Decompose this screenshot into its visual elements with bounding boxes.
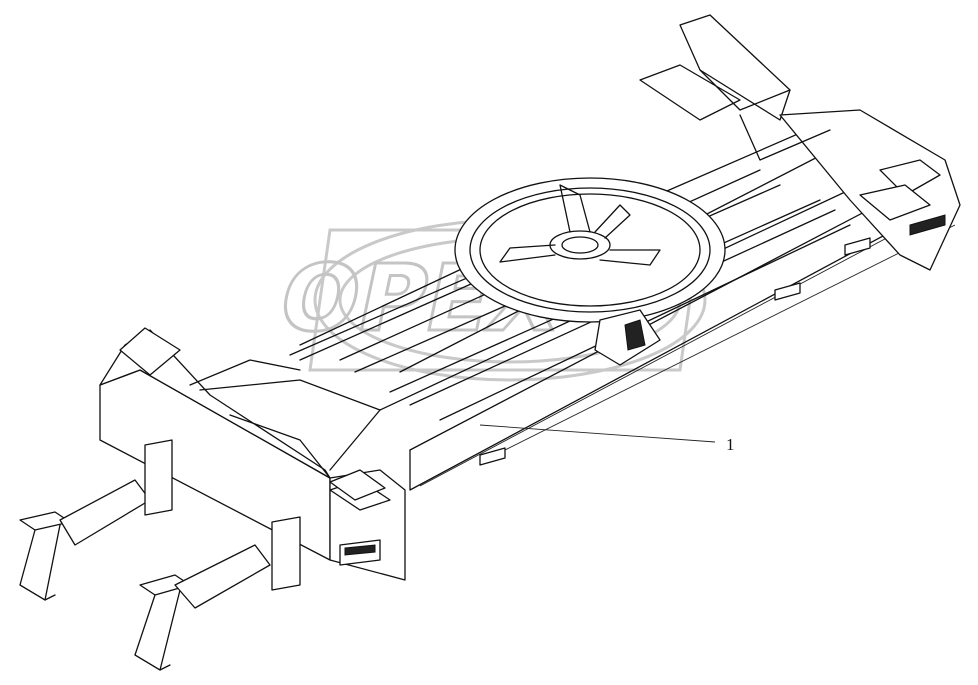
callout-1: 1 [479, 424, 735, 454]
support-stand-left [19, 439, 173, 601]
callout-leader-line [479, 424, 716, 443]
support-stand-right [134, 516, 301, 671]
callout-label: 1 [726, 435, 735, 454]
main-frame [99, 14, 961, 581]
slewing-ring [454, 177, 726, 366]
